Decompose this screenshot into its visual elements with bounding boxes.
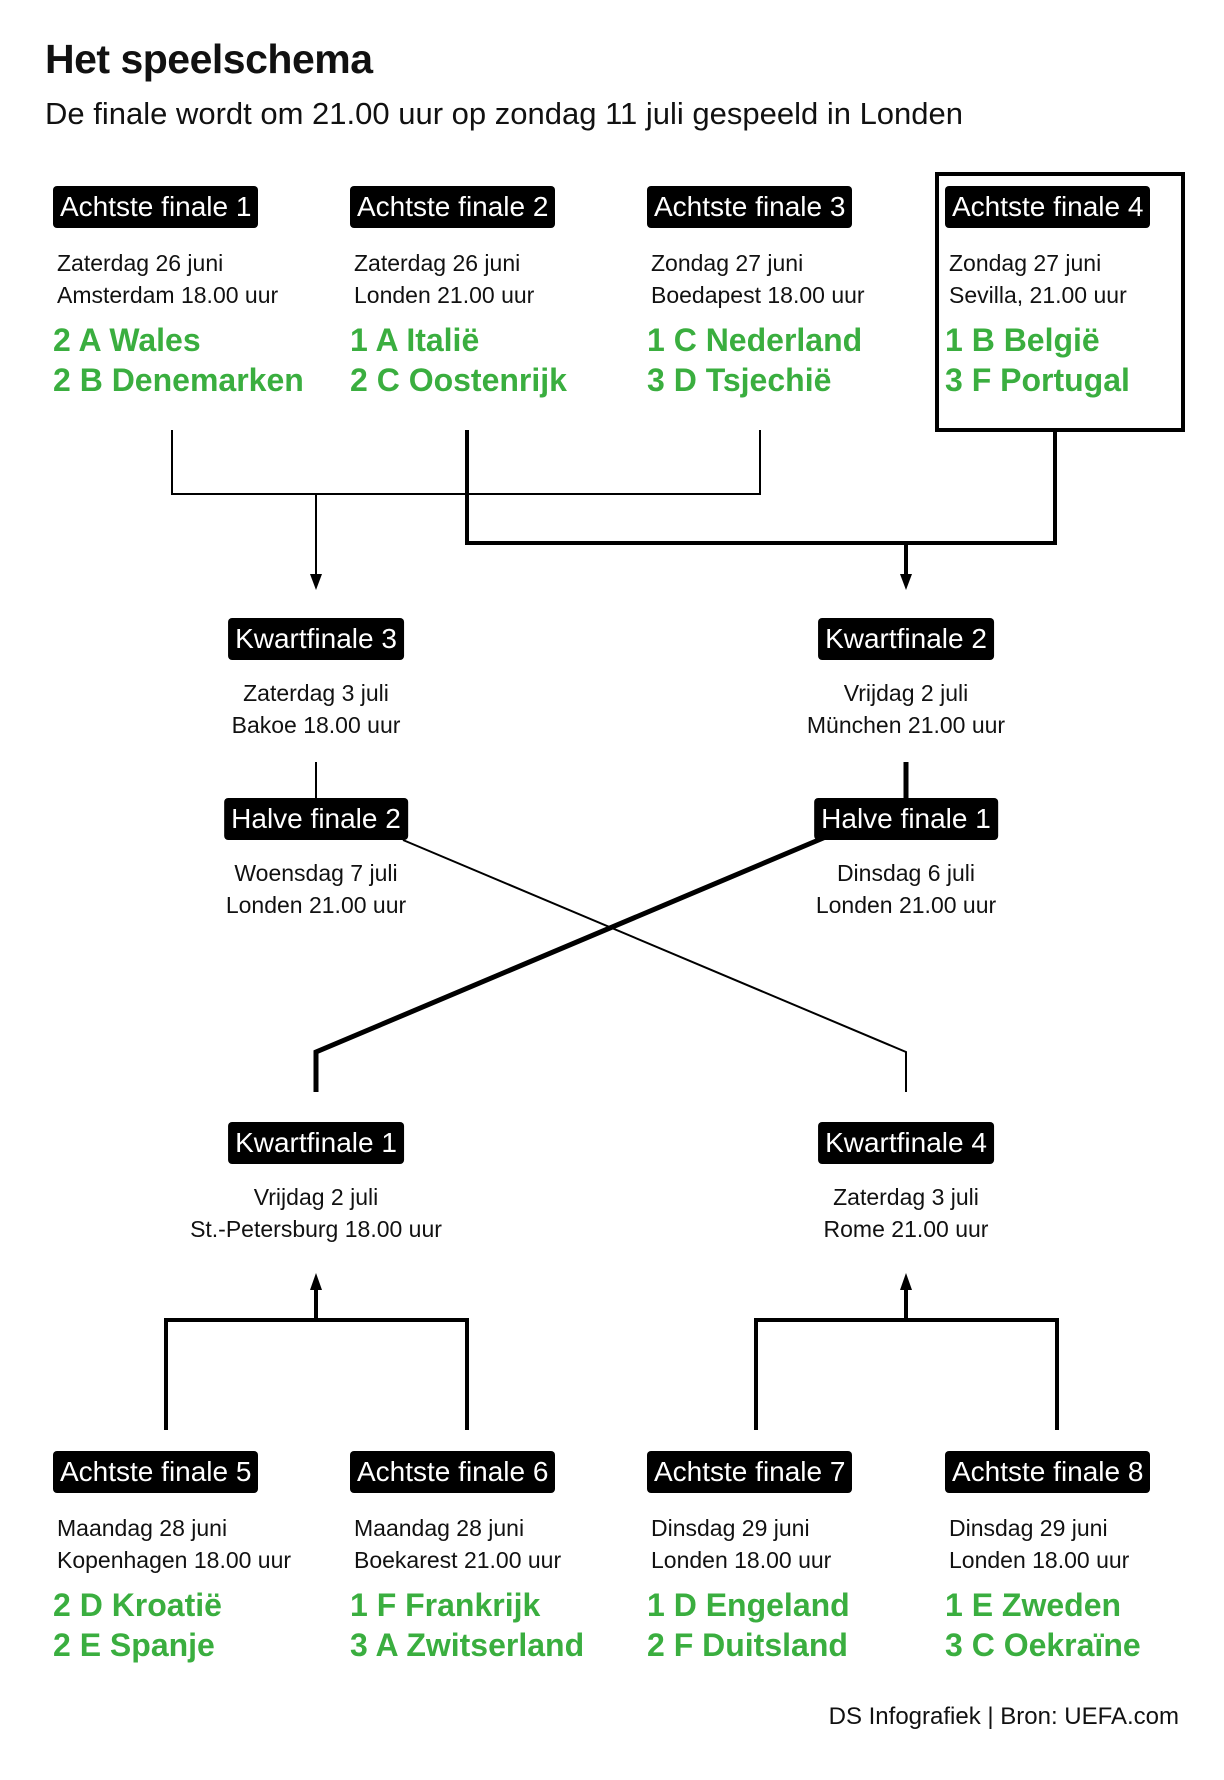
match-label: Kwartfinale 2 — [818, 618, 994, 660]
connector-r16-7-8-to-qf4 — [754, 1273, 1059, 1430]
match-label: Achtste finale 1 — [53, 186, 259, 228]
match-label: Achtste finale 8 — [945, 1451, 1151, 1493]
connector-sf2-to-qf4 — [402, 839, 907, 1092]
match-label: Achtste finale 2 — [350, 186, 556, 228]
page-subtitle: De finale wordt om 21.00 uur op zondag 1… — [45, 96, 964, 131]
match-label: Achtste finale 4 — [945, 186, 1151, 228]
match-label: Achtste finale 7 — [647, 1451, 853, 1493]
source-credit: DS Infografiek | Bron: UEFA.com — [828, 1703, 1179, 1730]
match-label: Kwartfinale 4 — [818, 1122, 994, 1164]
highlight-box-r16-4 — [935, 172, 1185, 432]
connector-sf1-to-qf1 — [313, 833, 829, 1092]
page-title: Het speelschema — [45, 36, 373, 82]
match-label: Achtste finale 3 — [647, 186, 853, 228]
match-label: Halve finale 2 — [224, 798, 408, 840]
connector-r16-2-4-to-qf2 — [465, 430, 1057, 590]
match-label: Achtste finale 5 — [53, 1451, 259, 1493]
match-label: Halve finale 1 — [814, 798, 998, 840]
match-label: Achtste finale 6 — [350, 1451, 556, 1493]
match-label: Kwartfinale 3 — [228, 618, 404, 660]
connector-r16-5-6-to-qf1 — [164, 1273, 469, 1430]
match-label: Kwartfinale 1 — [228, 1122, 404, 1164]
